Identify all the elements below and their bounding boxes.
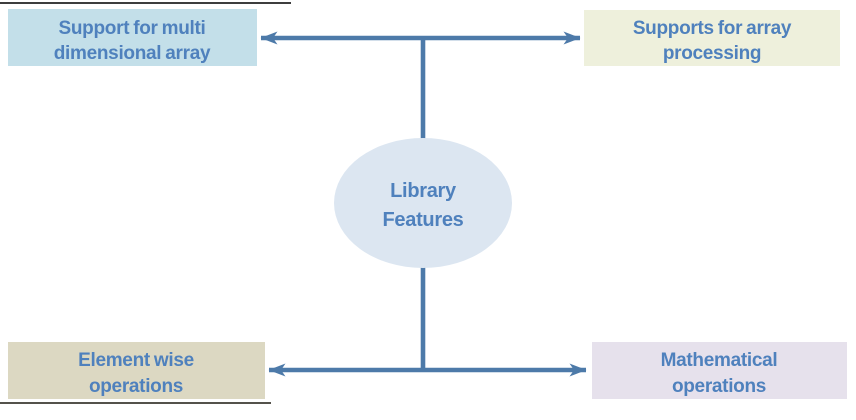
box-top-left	[8, 9, 257, 66]
box-top-right-label-line2: processing	[663, 43, 761, 64]
box-bottom-right-label-line1: Mathematical	[661, 350, 778, 371]
box-bottom-right	[592, 342, 847, 399]
scan-artifact-top-line	[0, 2, 291, 4]
box-top-left-label-line1: Support for multi	[59, 18, 206, 39]
center-ellipse-label-line2: Features	[383, 209, 464, 231]
scan-artifact-bottom-line	[0, 402, 271, 404]
box-bottom-left	[8, 342, 265, 399]
box-bottom-left-label-line1: Element wise	[78, 350, 194, 371]
box-top-right	[584, 10, 840, 66]
box-bottom-right-label-line2: operations	[672, 376, 766, 397]
box-top-left-label-line2: dimensional array	[54, 43, 211, 64]
box-bottom-left-label-line2: operations	[89, 376, 183, 397]
center-ellipse-label-line1: Library	[390, 180, 457, 202]
center-ellipse	[334, 138, 512, 268]
box-top-right-label-line1: Supports for array	[633, 18, 792, 39]
